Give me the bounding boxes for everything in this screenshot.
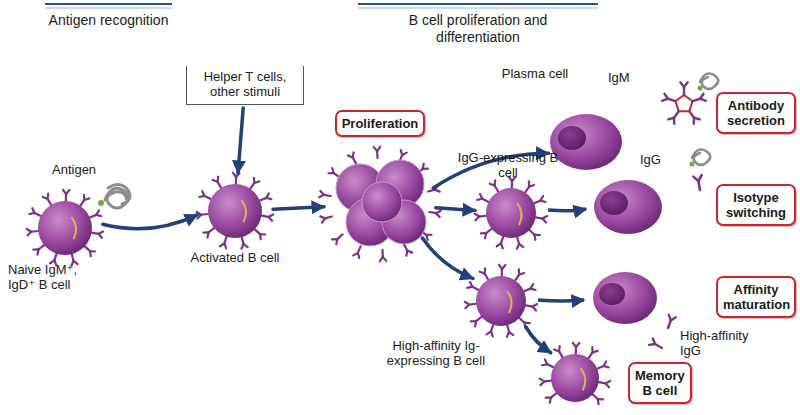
cell-label: Activated B cell xyxy=(185,250,285,265)
cell-body xyxy=(550,114,622,170)
antigen xyxy=(105,184,130,208)
b-cell: Activated B cell xyxy=(208,184,262,238)
section-header: Antigen recognition xyxy=(45,12,172,29)
cell-label: Naive IgM⁺, IgD⁺ B cell xyxy=(8,262,104,292)
cell-body xyxy=(330,158,430,250)
epitope xyxy=(698,86,703,91)
plasma-cell: Plasma cell xyxy=(550,114,622,170)
receptors xyxy=(27,82,706,404)
header-rule xyxy=(358,8,598,9)
b-cell: Memory B cell xyxy=(551,354,599,402)
proliferating-cells: Proliferation xyxy=(330,158,430,250)
callout-label: IgG xyxy=(640,152,680,167)
arrow xyxy=(103,215,197,229)
stage-box: Affinity maturation xyxy=(716,276,796,318)
epitope xyxy=(98,200,104,206)
cell-label: IgG-expressing B cell xyxy=(452,150,564,180)
antigen xyxy=(692,74,718,165)
stage-box: Memory B cell xyxy=(628,362,692,404)
cell-body xyxy=(551,354,599,402)
arrow xyxy=(422,238,473,279)
b-cell: High-affinity Ig-expressing B cell xyxy=(476,276,526,326)
nucleus xyxy=(599,283,625,305)
header-rule xyxy=(45,8,172,9)
stimulus-text: Helper T cells, other stimuli xyxy=(193,69,297,99)
cell-body xyxy=(38,201,92,255)
section-header: B cell proliferation and differentiation xyxy=(398,12,558,46)
b-cell: IgG-expressing B cell xyxy=(486,188,536,238)
stage-text: Isotype switching xyxy=(723,190,789,220)
cell-body xyxy=(208,184,262,238)
arrow xyxy=(238,108,243,173)
b-cell: Naive IgM⁺, IgD⁺ B cell xyxy=(38,201,92,255)
plasma-cell xyxy=(594,180,662,234)
header-rule xyxy=(45,3,172,5)
arrow xyxy=(548,209,586,211)
stage-text: Antibody secretion xyxy=(723,98,789,128)
header-rule xyxy=(358,3,598,5)
arrow xyxy=(436,208,475,211)
cell-label: High-affinity Ig-expressing B cell xyxy=(378,338,494,368)
stage-box: Proliferation xyxy=(335,110,426,137)
arrow xyxy=(526,327,551,353)
callout-label: High-affinity IgG xyxy=(680,328,766,358)
stage-box: Antibody secretion xyxy=(716,92,796,134)
arrow xyxy=(538,300,584,301)
cell-body xyxy=(486,188,536,238)
cell-label: Plasma cell xyxy=(500,66,570,81)
stage-text: Affinity maturation xyxy=(723,282,789,312)
callout-label: IgM xyxy=(608,70,648,85)
arrow xyxy=(273,207,324,210)
callout-label: Antigen xyxy=(52,162,112,177)
epitope xyxy=(690,162,695,167)
plasma-cell xyxy=(593,272,657,324)
cell-body xyxy=(476,276,526,326)
nucleus xyxy=(600,191,628,215)
stimulus-box: Helper T cells, other stimuli xyxy=(186,66,304,105)
stage-box: Isotype switching xyxy=(716,184,796,226)
